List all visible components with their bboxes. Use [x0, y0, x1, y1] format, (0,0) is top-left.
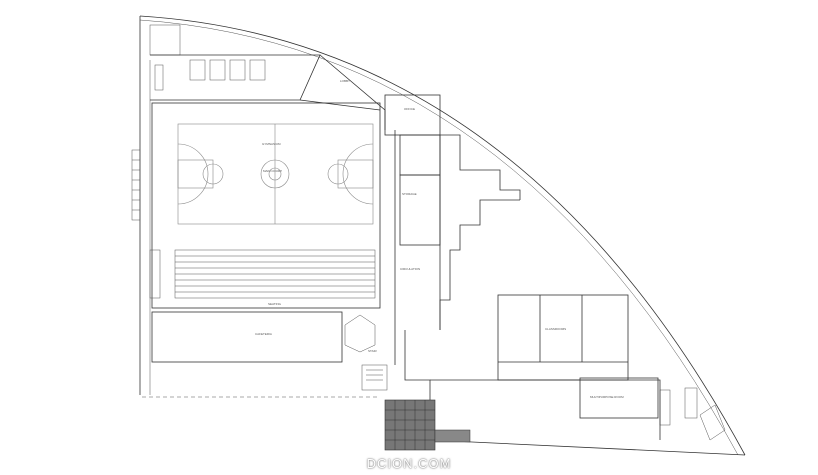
bottom-right-room — [579, 377, 659, 419]
lower-hall — [151, 311, 343, 363]
curved-facade-outer — [139, 15, 746, 456]
mid-room-b-label: STORAGE — [402, 192, 417, 196]
curved-facade-inner — [139, 19, 739, 456]
reception-furniture — [154, 59, 266, 91]
right-block-label: CLASSROOMS — [545, 327, 566, 331]
lower-hall-label: CAFETERIA — [255, 332, 272, 336]
court-label: GYMNASIUM — [262, 142, 281, 146]
corridor-label: LOBBY — [340, 79, 350, 83]
left-wall-vents — [131, 149, 161, 299]
office-label: OFFICE — [404, 107, 415, 111]
stair-label: STAIR — [368, 349, 377, 353]
entrance-stair-grid — [384, 399, 471, 451]
bottom-right-room-label: MULTIPURPOSE ROOM — [590, 395, 624, 399]
watermark-text: DCION.COM — [366, 456, 452, 471]
gymnasium-room — [151, 102, 381, 309]
bleacher-seating — [174, 249, 376, 299]
mid-room-a-label: CIRCULATION — [400, 267, 420, 271]
far-right-furniture — [659, 387, 726, 441]
bleacher-caption: SEATING — [268, 302, 282, 306]
bottom-wall — [429, 379, 746, 456]
stair-core — [344, 314, 388, 391]
central-core — [384, 94, 441, 330]
stepped-wall-lower — [394, 330, 431, 395]
court-label-small: MAIN COURT — [263, 169, 282, 173]
reception-room — [149, 24, 181, 56]
basketball-court — [177, 123, 374, 225]
right-block-rooms — [497, 294, 629, 381]
stepped-wall — [439, 134, 521, 330]
upper-wing-outline — [150, 54, 321, 101]
